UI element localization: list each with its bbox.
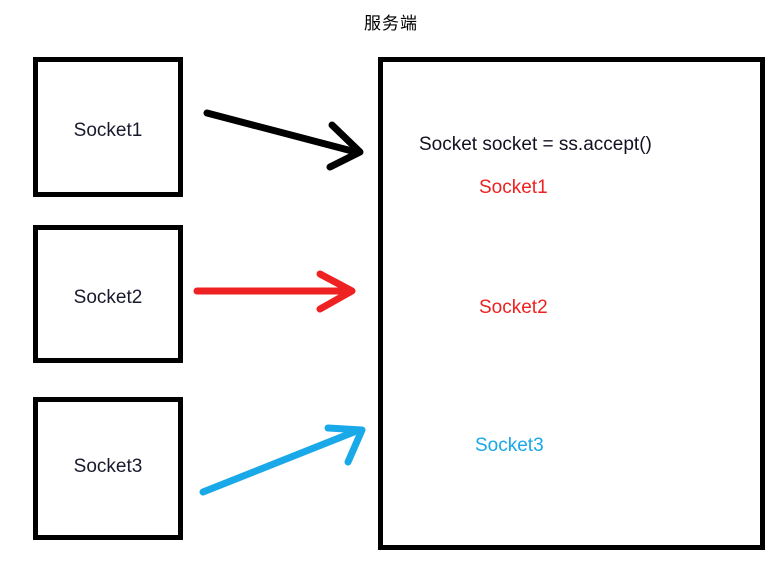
server-accepted-socket-1: Socket1 xyxy=(479,177,548,198)
server-box: Socket socket = ss.accept() Socket1 Sock… xyxy=(378,57,765,550)
server-accept-statement: Socket socket = ss.accept() xyxy=(419,134,652,155)
client-socket-label-3: Socket3 xyxy=(73,456,143,477)
client-socket-box-2: Socket2 xyxy=(33,225,183,363)
client-socket-label-1: Socket1 xyxy=(73,120,143,141)
arrow-socket2-icon xyxy=(193,270,356,313)
client-socket-label-2: Socket2 xyxy=(73,287,143,308)
arrow-socket1-icon xyxy=(203,109,364,171)
server-accepted-socket-3: Socket3 xyxy=(475,435,544,456)
page-title: 服务端 xyxy=(364,14,418,34)
client-socket-box-1: Socket1 xyxy=(33,57,183,197)
client-socket-box-3: Socket3 xyxy=(33,397,183,540)
arrow-socket3-icon xyxy=(199,424,366,496)
server-accepted-socket-2: Socket2 xyxy=(479,297,548,318)
